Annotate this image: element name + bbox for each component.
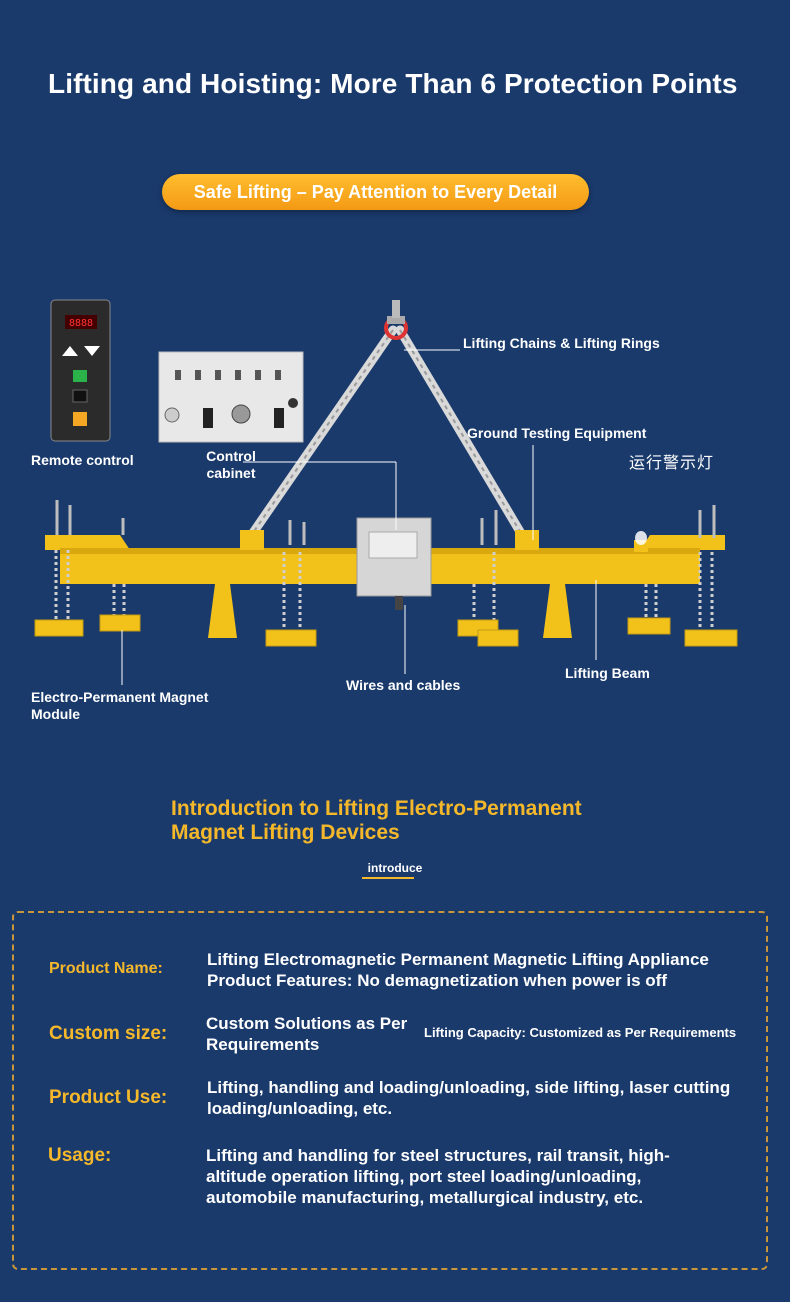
usage-value: Lifting and handling for steel structure…: [206, 1146, 670, 1207]
product-name-label: Product Name:: [49, 960, 163, 977]
intro-title: Introduction to Lifting Electro-Permanen…: [171, 797, 582, 844]
safety-pill-banner: Safe Lifting – Pay Attention to Every De…: [162, 174, 589, 210]
label-warning-light: 运行警示灯: [629, 455, 715, 472]
intro-underline: [362, 877, 414, 879]
lifting-device-diagram: 8888: [0, 290, 790, 740]
label-control-cabinet: Control cabinet: [206, 448, 256, 481]
page-title: Lifting and Hoisting: More Than 6 Protec…: [48, 68, 738, 99]
usage-label: Usage:: [48, 1145, 112, 1166]
custom-size-value: Custom Solutions as Per Requirements: [206, 1014, 408, 1054]
label-remote-control: Remote control: [31, 452, 134, 468]
magnet-modules-image: [34, 614, 738, 647]
svg-text:8888: 8888: [69, 318, 93, 329]
label-lifting-chains: Lifting Chains & Lifting Rings: [463, 335, 660, 351]
product-use-label: Product Use:: [49, 1087, 168, 1108]
warning-light-image: [634, 531, 648, 552]
label-magnet-module: Electro-Permanent Magnet Module: [31, 689, 209, 722]
product-name-value: Lifting Electromagnetic Permanent Magnet…: [207, 950, 709, 990]
lifting-device-illustration: 8888: [34, 299, 738, 685]
product-info-box: [12, 911, 768, 1270]
label-lifting-beam: Lifting Beam: [565, 665, 650, 681]
custom-size-label: Custom size:: [49, 1023, 168, 1044]
remote-control-image: 8888: [50, 299, 111, 442]
lifting-capacity-note: Lifting Capacity: Customized as Per Requ…: [424, 1025, 737, 1040]
label-ground-testing: Ground Testing Equipment: [467, 425, 647, 441]
product-use-value: Lifting, handling and loading/unloading,…: [207, 1078, 731, 1118]
lifting-chains-image: [243, 300, 530, 545]
label-wires-cables: Wires and cables: [346, 677, 461, 693]
intro-subtitle: introduce: [367, 861, 423, 875]
center-control-box-image: [356, 517, 432, 610]
control-cabinet-image: [158, 351, 304, 443]
